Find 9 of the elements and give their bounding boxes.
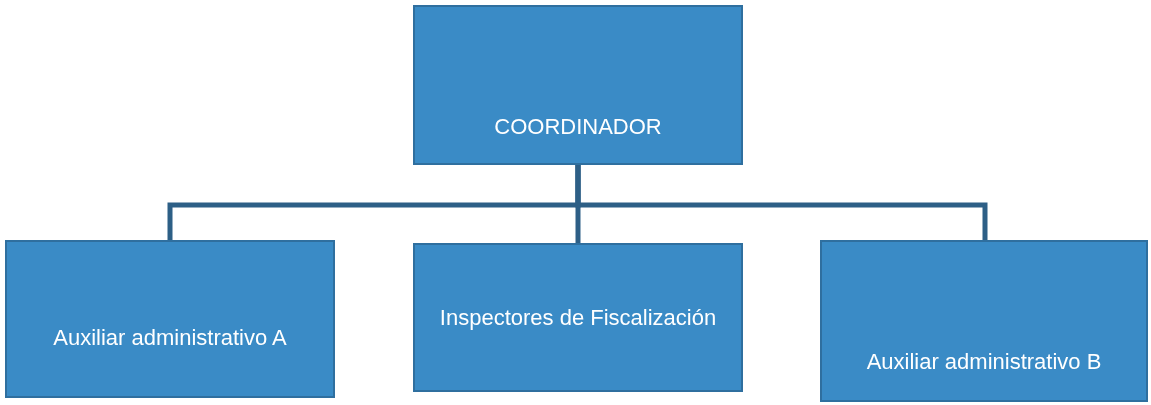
box-label: COORDINADOR — [493, 113, 663, 141]
connector-line — [575, 165, 988, 240]
org-box — [413, 243, 743, 392]
org-box — [5, 240, 335, 398]
box-label: Auxiliar administrativo A — [52, 324, 288, 352]
org-box — [413, 5, 743, 165]
box-label: Auxiliar administrativo B — [865, 348, 1103, 376]
box-label: Inspectores de Fiscalización — [438, 303, 718, 332]
org-box — [820, 240, 1148, 402]
